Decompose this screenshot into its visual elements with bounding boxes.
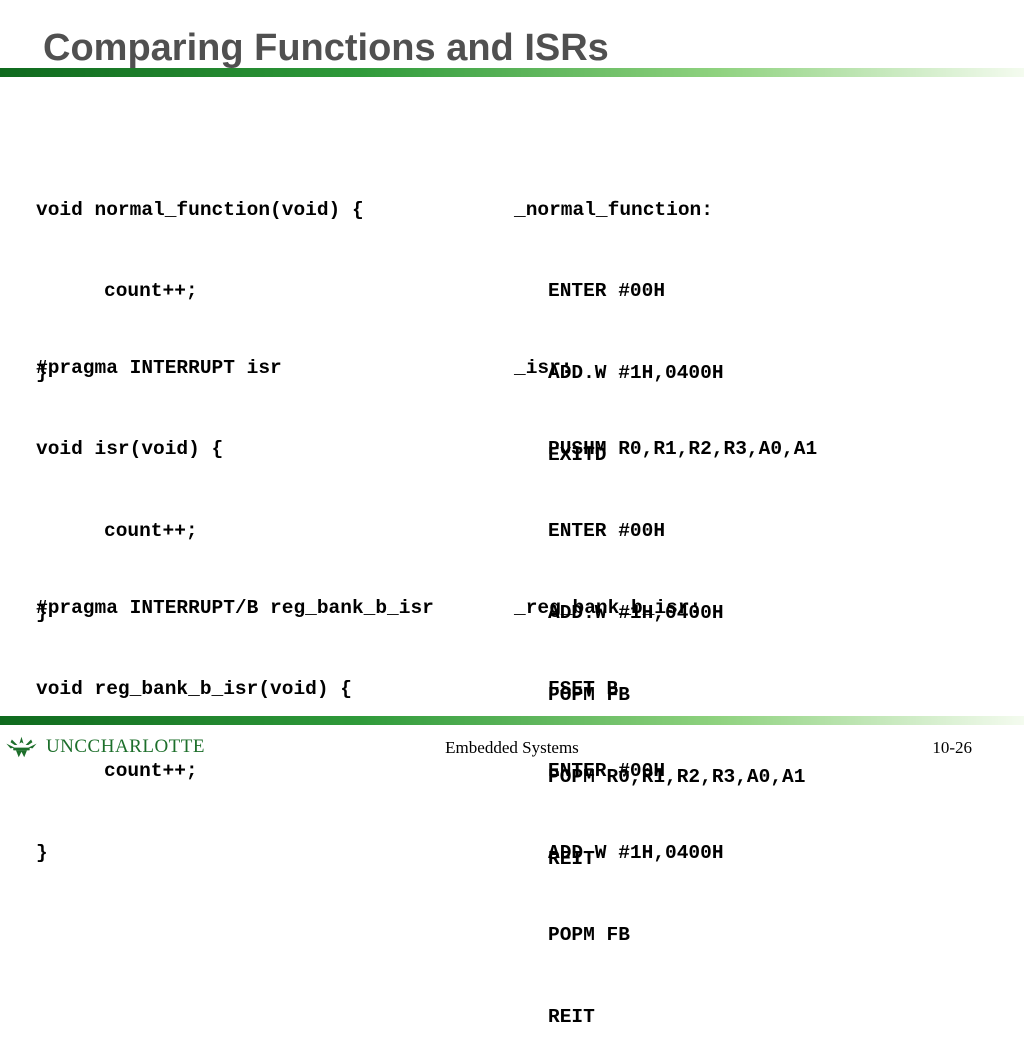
- c-code-normal-function: void normal_function(void) { count++; }: [36, 142, 364, 415]
- code-line: }: [36, 842, 48, 865]
- footer-divider: [0, 716, 1024, 725]
- asm-line: ADD.W #1H,0400H: [548, 362, 724, 385]
- slide-title: Comparing Functions and ISRs: [43, 27, 609, 69]
- asm-line: ADD.W #1H,0400H: [548, 602, 724, 625]
- asm-label: _reg_bank_b_isr:: [514, 596, 702, 619]
- asm-code-reg-bank-b-isr: _reg_bank_b_isr: FSET B ENTER #00H ADD.W…: [514, 540, 724, 1059]
- asm-line: ADD.W #1H,0400H: [548, 842, 724, 865]
- code-line: }: [36, 362, 48, 385]
- code-line: #pragma INTERRUPT isr: [36, 356, 282, 379]
- c-code-isr: #pragma INTERRUPT isr void isr(void) { c…: [36, 300, 282, 655]
- code-line: #pragma INTERRUPT/B reg_bank_b_isr: [36, 596, 434, 619]
- footer-page-number: 10-26: [932, 738, 972, 757]
- asm-label: _normal_function:: [514, 198, 713, 221]
- asm-line: POPM FB: [548, 684, 630, 707]
- asm-line: EXITD: [548, 444, 607, 467]
- code-line: void isr(void) {: [36, 438, 224, 461]
- asm-line: FSET B: [548, 678, 619, 701]
- code-line: count++;: [104, 520, 198, 543]
- code-line: void normal_function(void) {: [36, 198, 364, 221]
- asm-line: ENTER #00H: [548, 520, 666, 543]
- title-divider: [0, 68, 1024, 77]
- logo-wordmark: UNCCHARLOTTE: [45, 736, 205, 757]
- asm-line: PUSHM R0,R1,R2,R3,A0,A1: [548, 438, 818, 461]
- crown-emblem-icon: [6, 736, 37, 758]
- asm-line: REIT: [548, 1006, 595, 1029]
- asm-line: ENTER #00H: [548, 760, 666, 783]
- asm-line: ENTER #00H: [548, 280, 666, 303]
- university-logo: UNCCHARLOTTE: [5, 729, 205, 765]
- code-line: }: [36, 602, 48, 625]
- code-line: count++;: [104, 280, 198, 303]
- code-line: void reg_bank_b_isr(void) {: [36, 678, 352, 701]
- footer-course-title: Embedded Systems: [445, 738, 579, 757]
- asm-label: _isr:: [514, 356, 573, 379]
- asm-line: POPM FB: [548, 924, 630, 947]
- asm-code-normal-function: _normal_function: ENTER #00H ADD.W #1H,0…: [514, 142, 724, 497]
